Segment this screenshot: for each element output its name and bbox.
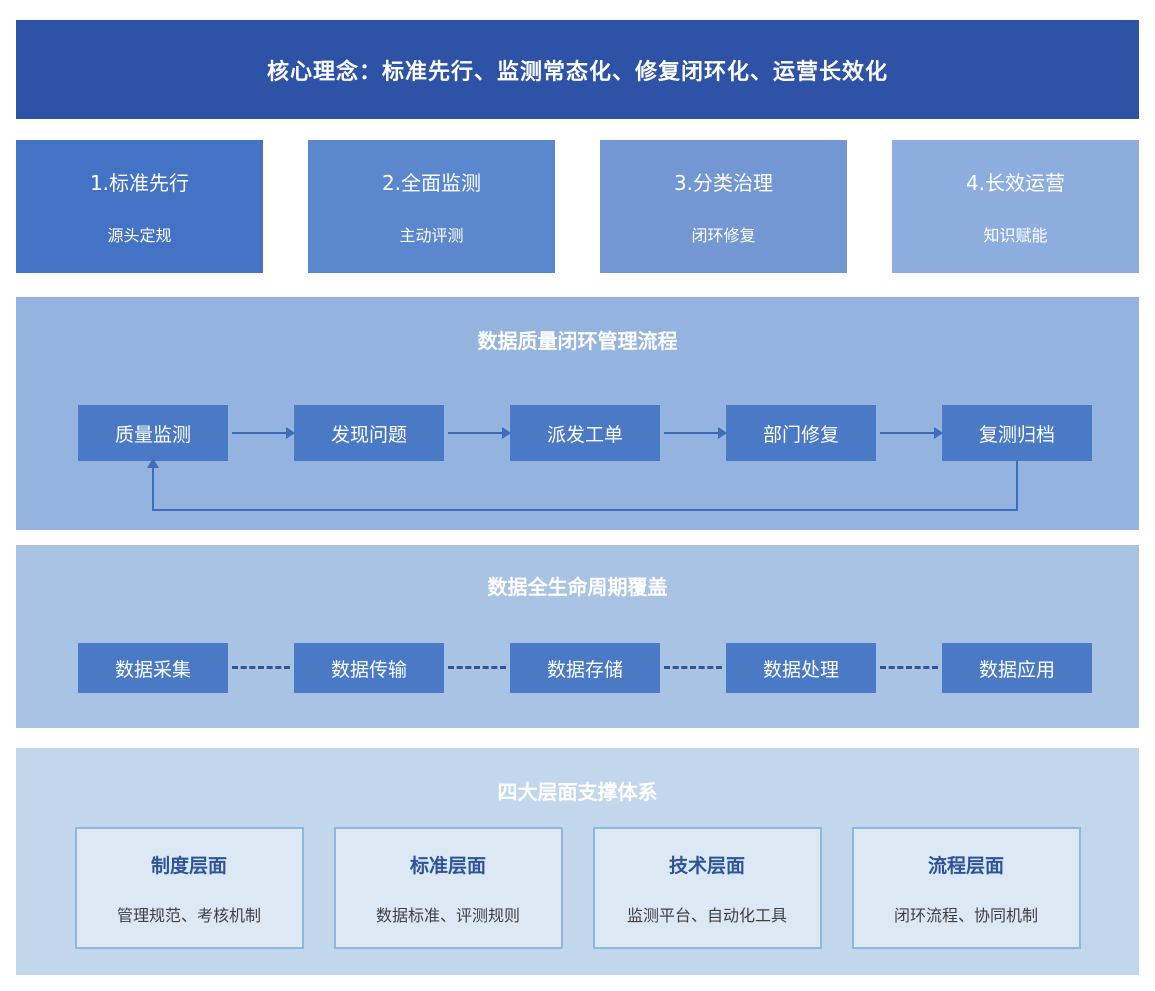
feedback-loop-arrowhead-icon xyxy=(147,458,159,468)
support-card-subtitle: 管理规范、考核机制 xyxy=(116,905,261,925)
process-section-title: 数据质量闭环管理流程 xyxy=(477,329,678,353)
process-step-find-issue: 发现问题 xyxy=(294,405,444,461)
lifecycle-stage-process: 数据处理 xyxy=(726,643,876,693)
core-concept-text: 核心理念：标准先行、监测常态化、修复闭环化、运营长效化 xyxy=(266,59,888,85)
support-card-subtitle: 监测平台、自动化工具 xyxy=(626,905,787,925)
support-card-standard: 标准层面 数据标准、评测规则 xyxy=(333,827,563,949)
pillar-subtitle: 主动评测 xyxy=(399,226,464,245)
lifecycle-stage-transfer: 数据传输 xyxy=(294,643,444,693)
flow-arrow-icon xyxy=(232,427,295,439)
support-card-subtitle: 数据标准、评测规则 xyxy=(375,905,520,925)
dashed-connector xyxy=(880,666,938,669)
lifecycle-section: 数据全生命周期覆盖 数据采集 数据传输 数据存储 数据处理 数据应用 xyxy=(16,545,1139,728)
flow-arrow-icon xyxy=(880,427,943,439)
lifecycle-section-title: 数据全生命周期覆盖 xyxy=(487,575,668,599)
support-card-technology: 技术层面 监测平台、自动化工具 xyxy=(592,827,822,949)
pillar-card-3: 3.分类治理 闭环修复 xyxy=(600,140,847,273)
process-step-dispatch-ticket: 派发工单 xyxy=(510,405,660,461)
support-card-process: 流程层面 闭环流程、协同机制 xyxy=(851,827,1081,949)
support-card-system: 制度层面 管理规范、考核机制 xyxy=(74,827,304,949)
lifecycle-stage-apply: 数据应用 xyxy=(942,643,1092,693)
feedback-loop-line xyxy=(152,461,1018,511)
flow-arrow-icon xyxy=(664,427,727,439)
pillar-title: 1.标准先行 xyxy=(89,171,190,195)
pillar-card-1: 1.标准先行 源头定规 xyxy=(16,140,263,273)
process-step-quality-monitor: 质量监测 xyxy=(78,405,228,461)
pillar-subtitle: 源头定规 xyxy=(107,226,172,245)
core-concept-banner: 核心理念：标准先行、监测常态化、修复闭环化、运营长效化 xyxy=(16,20,1139,119)
flow-arrow-icon xyxy=(448,427,511,439)
pillar-row: 1.标准先行 源头定规 2.全面监测 主动评测 3.分类治理 闭环修复 4.长效… xyxy=(16,140,1139,273)
pillar-title: 2.全面监测 xyxy=(381,171,482,195)
pillar-subtitle: 知识赋能 xyxy=(983,226,1048,245)
pillar-title: 4.长效运营 xyxy=(965,171,1066,195)
dashed-connector xyxy=(232,666,290,669)
dashed-connector xyxy=(448,666,506,669)
support-card-title: 标准层面 xyxy=(409,854,486,877)
lifecycle-stage-storage: 数据存储 xyxy=(510,643,660,693)
pillar-title: 3.分类治理 xyxy=(673,171,774,195)
support-card-title: 制度层面 xyxy=(150,854,227,877)
process-step-dept-fix: 部门修复 xyxy=(726,405,876,461)
pillar-subtitle: 闭环修复 xyxy=(691,226,756,245)
support-section: 四大层面支撑体系 制度层面 管理规范、考核机制 标准层面 数据标准、评测规则 技… xyxy=(16,748,1139,975)
support-card-row: 制度层面 管理规范、考核机制 标准层面 数据标准、评测规则 技术层面 监测平台、… xyxy=(16,827,1139,949)
lifecycle-stage-collect: 数据采集 xyxy=(78,643,228,693)
support-card-title: 技术层面 xyxy=(668,854,745,877)
support-section-title: 四大层面支撑体系 xyxy=(497,780,658,804)
pillar-card-2: 2.全面监测 主动评测 xyxy=(308,140,555,273)
process-section: 数据质量闭环管理流程 质量监测 发现问题 派发工单 部门修复 复测归档 xyxy=(16,297,1139,530)
support-card-title: 流程层面 xyxy=(927,854,1004,877)
process-step-retest-archive: 复测归档 xyxy=(942,405,1092,461)
pillar-card-4: 4.长效运营 知识赋能 xyxy=(892,140,1139,273)
dashed-connector xyxy=(664,666,722,669)
support-card-subtitle: 闭环流程、协同机制 xyxy=(893,905,1038,925)
